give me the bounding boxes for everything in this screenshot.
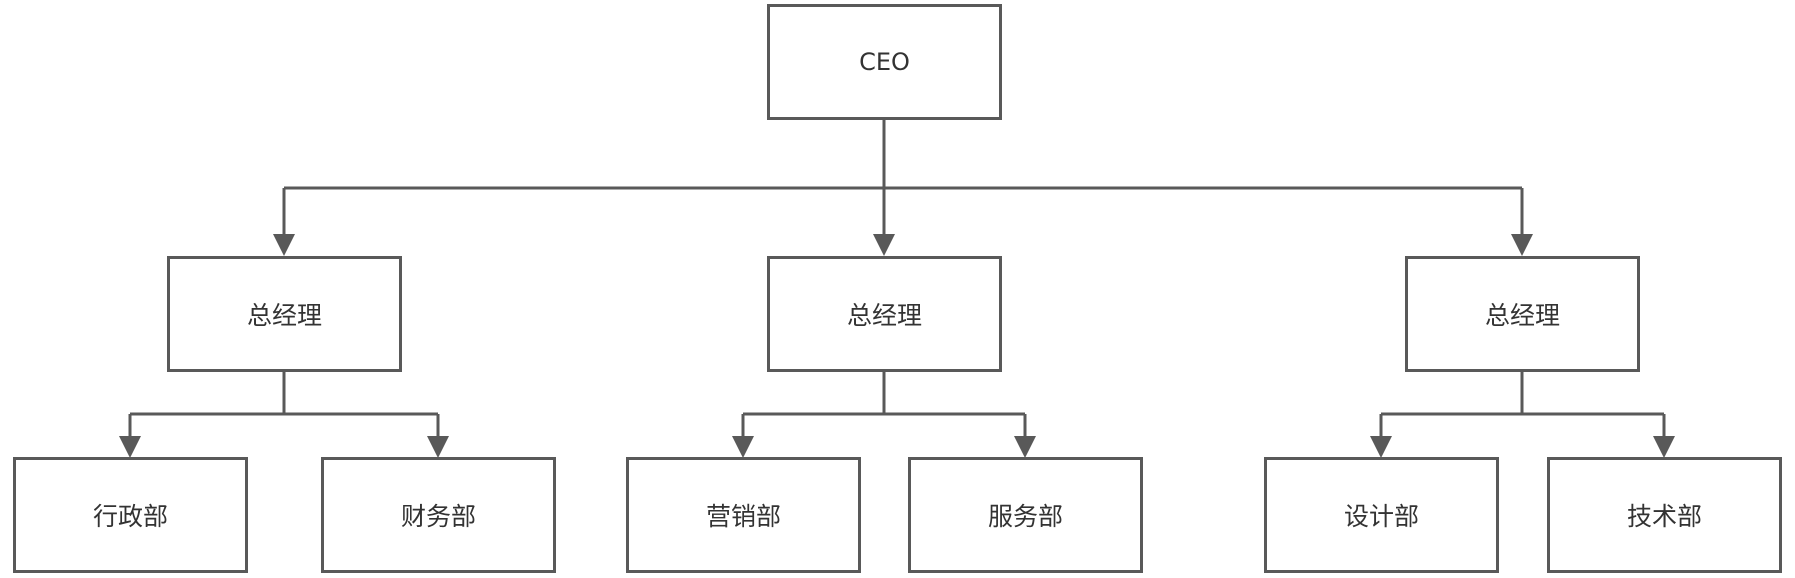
manager-label: 总经理	[846, 301, 922, 330]
department-label: 服务部	[987, 502, 1063, 531]
department-node-6: 技术部	[1547, 457, 1782, 573]
manager-label: 总经理	[246, 301, 322, 330]
department-label: 营销部	[705, 502, 781, 531]
department-label: 财务部	[400, 502, 476, 531]
department-label: 技术部	[1626, 502, 1702, 531]
arrowhead-dept-4	[1014, 436, 1036, 458]
manager-node-2: 总经理	[767, 256, 1002, 372]
arrowhead-dept-2	[427, 436, 449, 458]
department-label: 行政部	[92, 502, 168, 531]
department-node-4: 服务部	[908, 457, 1143, 573]
arrowhead-dept-1	[119, 436, 141, 458]
manager-node-3: 总经理	[1405, 256, 1640, 372]
department-node-5: 设计部	[1264, 457, 1499, 573]
ceo-node: CEO	[767, 4, 1002, 120]
department-node-3: 营销部	[626, 457, 861, 573]
arrowhead-manager-3	[1511, 234, 1533, 256]
arrowhead-dept-5	[1370, 436, 1392, 458]
department-label: 设计部	[1343, 502, 1419, 531]
manager-label: 总经理	[1484, 301, 1560, 330]
department-node-2: 财务部	[321, 457, 556, 573]
arrowhead-manager-1	[273, 234, 295, 256]
arrowhead-dept-6	[1653, 436, 1675, 458]
ceo-label: CEO	[859, 48, 910, 76]
arrowhead-dept-3	[732, 436, 754, 458]
department-node-1: 行政部	[13, 457, 248, 573]
arrowhead-manager-2	[873, 234, 895, 256]
manager-node-1: 总经理	[167, 256, 402, 372]
